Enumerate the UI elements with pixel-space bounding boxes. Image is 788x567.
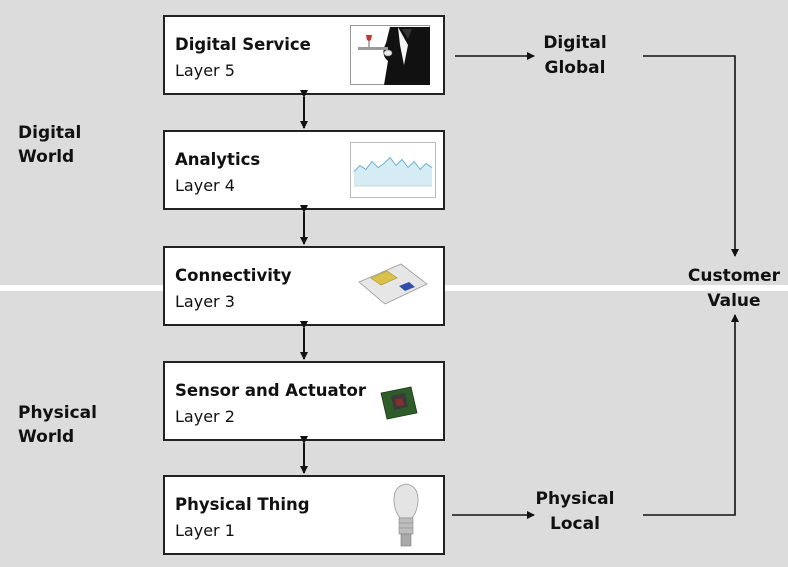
digital-global-label: Digital Global [543, 33, 607, 78]
physical-world-label: Physical World [18, 403, 97, 447]
layer-title: Digital Service [175, 35, 311, 54]
layer-digital-service: Digital Service Layer 5 [163, 15, 445, 95]
layer-number: Layer 3 [175, 292, 235, 311]
layer-number: Layer 1 [175, 521, 235, 540]
layer-title: Physical Thing [175, 495, 310, 514]
customer-value-label: Customer Value [687, 266, 781, 311]
arrow-local-to-value [643, 314, 739, 516]
physical-local-label: Physical Local [535, 489, 615, 534]
layer-title: Analytics [175, 150, 261, 169]
layer-physical-thing: Physical Thing Layer 1 [163, 475, 445, 555]
line-chart-icon [350, 142, 436, 198]
layer-number: Layer 4 [175, 176, 235, 195]
sim-card-icon [358, 263, 428, 305]
arrow-global-to-value [643, 55, 739, 257]
layer-sensor-actuator: Sensor and Actuator Layer 2 [163, 361, 445, 441]
microchip-icon [380, 386, 418, 420]
layer-title: Connectivity [175, 266, 292, 285]
layer-title: Sensor and Actuator [175, 381, 366, 400]
digital-world-label: Digital World [18, 123, 82, 167]
waiter-tray-icon [350, 25, 430, 85]
light-bulb-icon [393, 483, 419, 547]
layer-number: Layer 2 [175, 407, 235, 426]
layer-connectivity: Connectivity Layer 3 [163, 246, 445, 326]
layer-number: Layer 5 [175, 61, 235, 80]
